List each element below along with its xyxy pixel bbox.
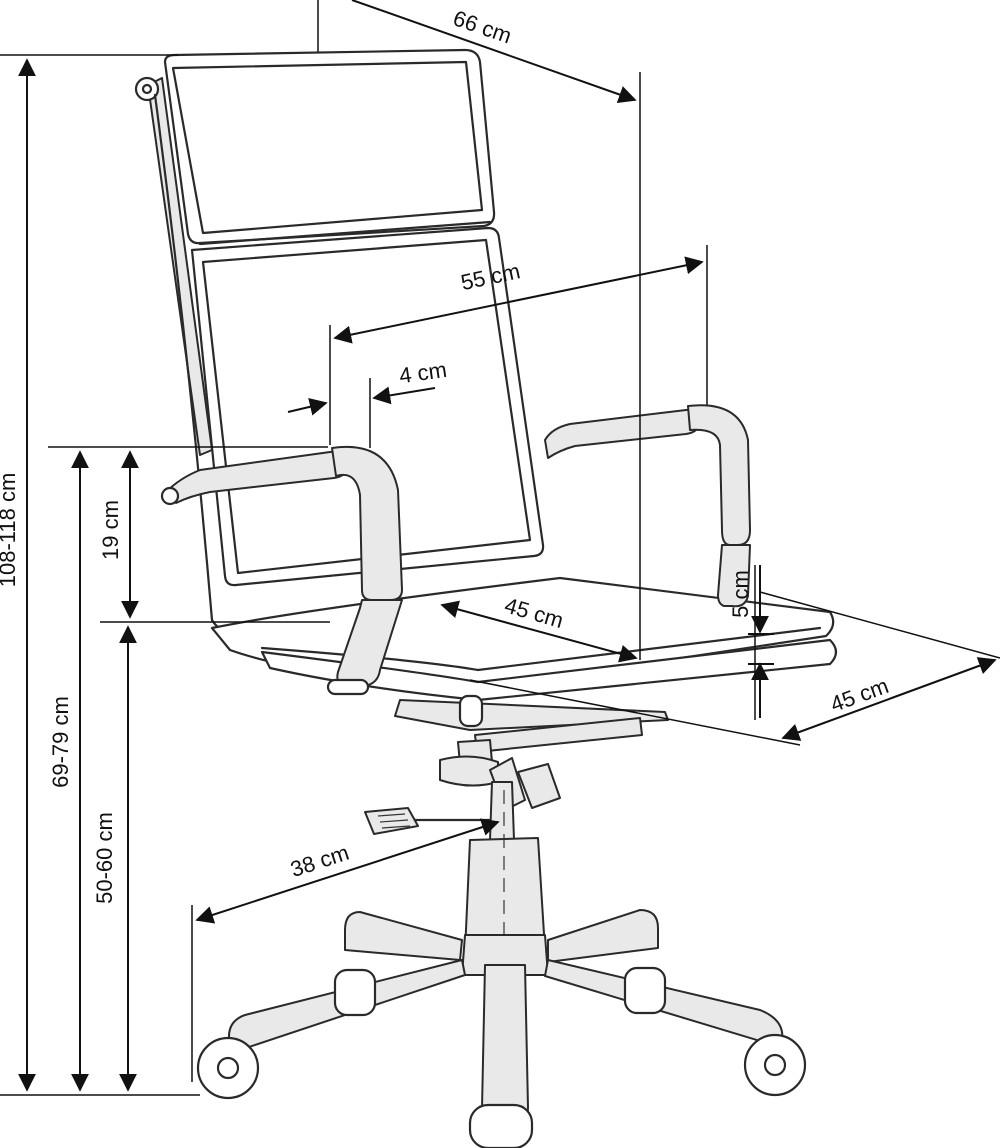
chair-drawing xyxy=(134,48,838,1148)
label-total-width: 66 cm xyxy=(450,5,515,48)
label-armrest-height: 19 cm xyxy=(98,500,123,560)
dimension-lines xyxy=(0,0,1000,1096)
dimension-labels: 108-118 cm 69-79 cm 19 cm 50-60 cm 66 cm… xyxy=(0,5,892,904)
label-seat-thickness: 5 cm xyxy=(728,570,753,618)
label-total-height: 108-118 cm xyxy=(0,473,20,588)
label-base-radius: 38 cm xyxy=(287,840,352,882)
label-seat-height-arm: 69-79 cm xyxy=(48,696,73,788)
label-seat-height: 50-60 cm xyxy=(92,812,117,904)
